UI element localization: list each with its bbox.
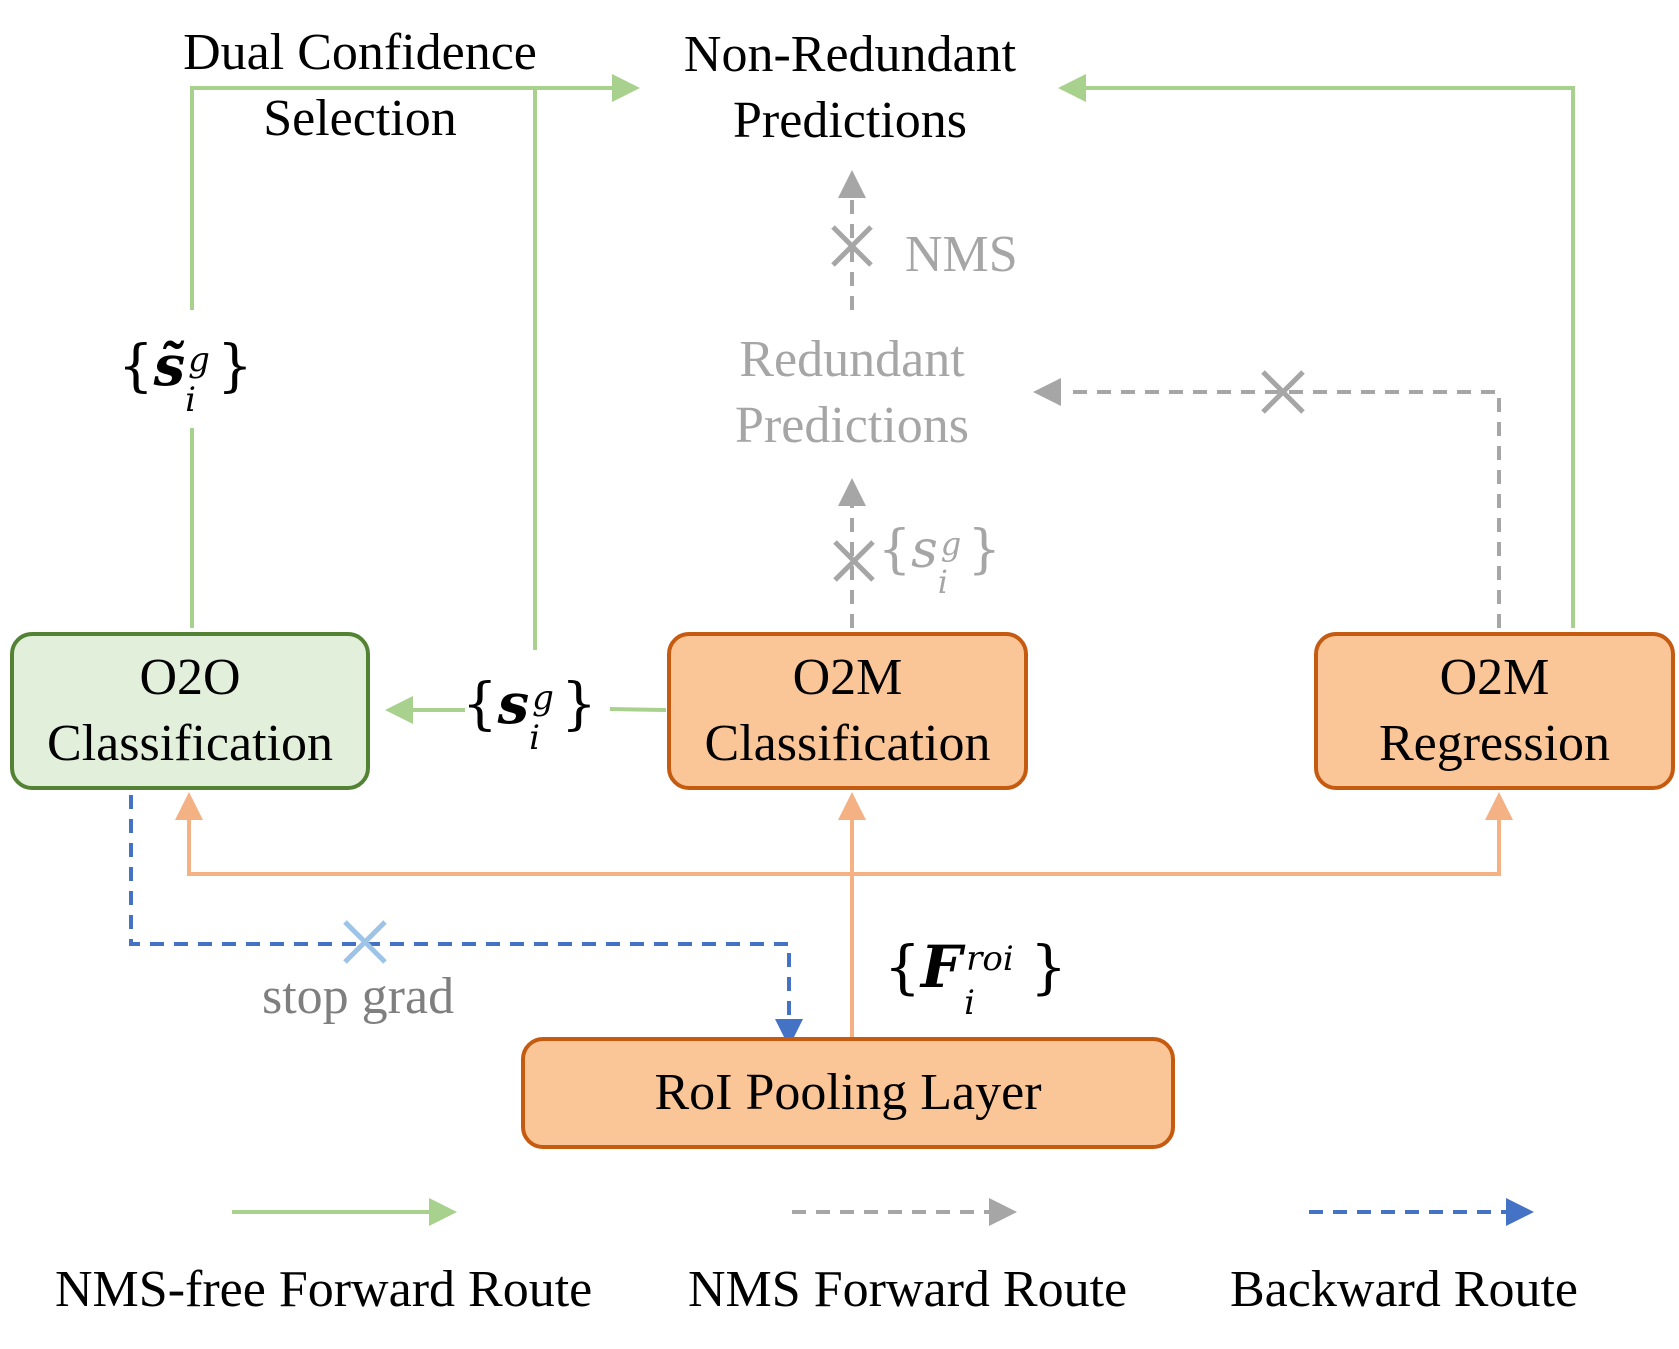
o2o-line2: Classification: [47, 715, 333, 772]
stop-grad-cross-icon: [343, 920, 387, 964]
s-tilde-sub: i: [185, 380, 197, 420]
legend-gray-arrowhead: [989, 1198, 1017, 1226]
redundant-line2: Predictions: [735, 397, 969, 454]
stop-grad-label: stop grad: [262, 968, 455, 1025]
arrowhead-o2m-cls: [838, 792, 866, 820]
brace-close: }: [217, 334, 253, 399]
o2o-line1: O2O: [139, 649, 241, 706]
roi-line1: RoI Pooling Layer: [654, 1064, 1042, 1121]
nms-label: NMS: [905, 226, 1018, 283]
backward-route: [129, 795, 791, 1020]
non-redundant-line1: Non-Redundant: [683, 26, 1017, 83]
o2m-cls-line2: Classification: [704, 715, 991, 772]
s-tilde-sup: g: [188, 340, 210, 380]
roi-pooling-layer-box: RoI Pooling Layer: [521, 1037, 1175, 1149]
arrowhead-backward: [775, 1019, 803, 1047]
s-tilde-base: s̃: [153, 333, 186, 399]
gray-arrowheads: [838, 170, 1061, 506]
dual-confidence-line1: Dual Confidence: [183, 24, 537, 81]
legend-blue-arrowhead: [1506, 1198, 1534, 1226]
o2m-reg-line1: O2M: [1439, 649, 1550, 706]
arrowhead-o2m-reg: [1485, 792, 1513, 820]
brace-open: {: [462, 672, 498, 737]
brace-open: {: [118, 334, 154, 399]
s-gray-base: s: [911, 520, 938, 580]
brace-close: }: [561, 672, 597, 737]
route-reg-to-nonredundant: [1085, 86, 1575, 628]
dual-confidence-label: Dual Confidence Selection: [160, 20, 560, 152]
route-o2m-to-s: [609, 707, 667, 712]
f-roi-base: F: [920, 933, 963, 1001]
s-bold-sub: i: [529, 718, 541, 758]
gray-crosses: [831, 225, 1305, 582]
dual-confidence-line2: Selection: [263, 90, 457, 147]
nms-routes: [850, 195, 1501, 628]
o2o-classification-box: O2O Classification: [10, 632, 370, 790]
legend-nms-free: NMS-free Forward Route: [55, 1261, 593, 1318]
legend-backward: Backward Route: [1230, 1261, 1579, 1318]
green-arrowheads: [385, 74, 1086, 724]
arrowhead-nms: [838, 170, 866, 198]
non-redundant-label: Non-Redundant Predictions: [650, 22, 1050, 154]
arrowhead-o2o: [175, 792, 203, 820]
redundant-line1: Redundant: [739, 331, 965, 388]
s-bold-sup: g: [532, 678, 554, 718]
orange-arrowheads: [175, 792, 1513, 820]
s-gray-sub: i: [937, 563, 949, 601]
o2m-regression-box: O2M Regression: [1314, 632, 1675, 790]
route-s-tilde-up: [190, 86, 615, 310]
arrowhead-reg-redundant: [1033, 378, 1061, 406]
arrowhead-reg-top: [1058, 74, 1086, 102]
s-bold-base: s: [497, 671, 530, 737]
legend-nms-forward: NMS Forward Route: [688, 1261, 1128, 1318]
cross-reg-icon: [1261, 370, 1305, 414]
roi-links: [187, 818, 1501, 1043]
arrowhead-to-o2o: [385, 696, 413, 724]
redundant-label: Redundant Predictions: [702, 327, 1002, 459]
brace-close: }: [967, 520, 1001, 580]
arrowhead-dual-conf: [612, 74, 640, 102]
brace-close: }: [1030, 933, 1067, 1001]
roi-branch: [187, 818, 1501, 876]
o2m-classification-box: O2M Classification: [667, 632, 1028, 790]
f-roi-sup: roi: [966, 939, 1014, 979]
cross-redundant-icon: [833, 540, 875, 582]
legend-green-arrowhead: [429, 1198, 457, 1226]
arrowhead-redundant: [838, 478, 866, 506]
brace-open: {: [878, 520, 912, 580]
o2m-cls-line1: O2M: [792, 649, 903, 706]
f-roi-sub: i: [964, 983, 975, 1023]
non-redundant-line2: Predictions: [733, 92, 967, 149]
s-gray-sup: g: [940, 525, 962, 563]
brace-open: {: [884, 933, 921, 1001]
o2m-reg-line2: Regression: [1378, 715, 1611, 772]
cross-nms-icon: [831, 225, 873, 267]
route-reg-to-redundant: [1063, 390, 1501, 628]
nms-free-routes: [190, 86, 1575, 712]
